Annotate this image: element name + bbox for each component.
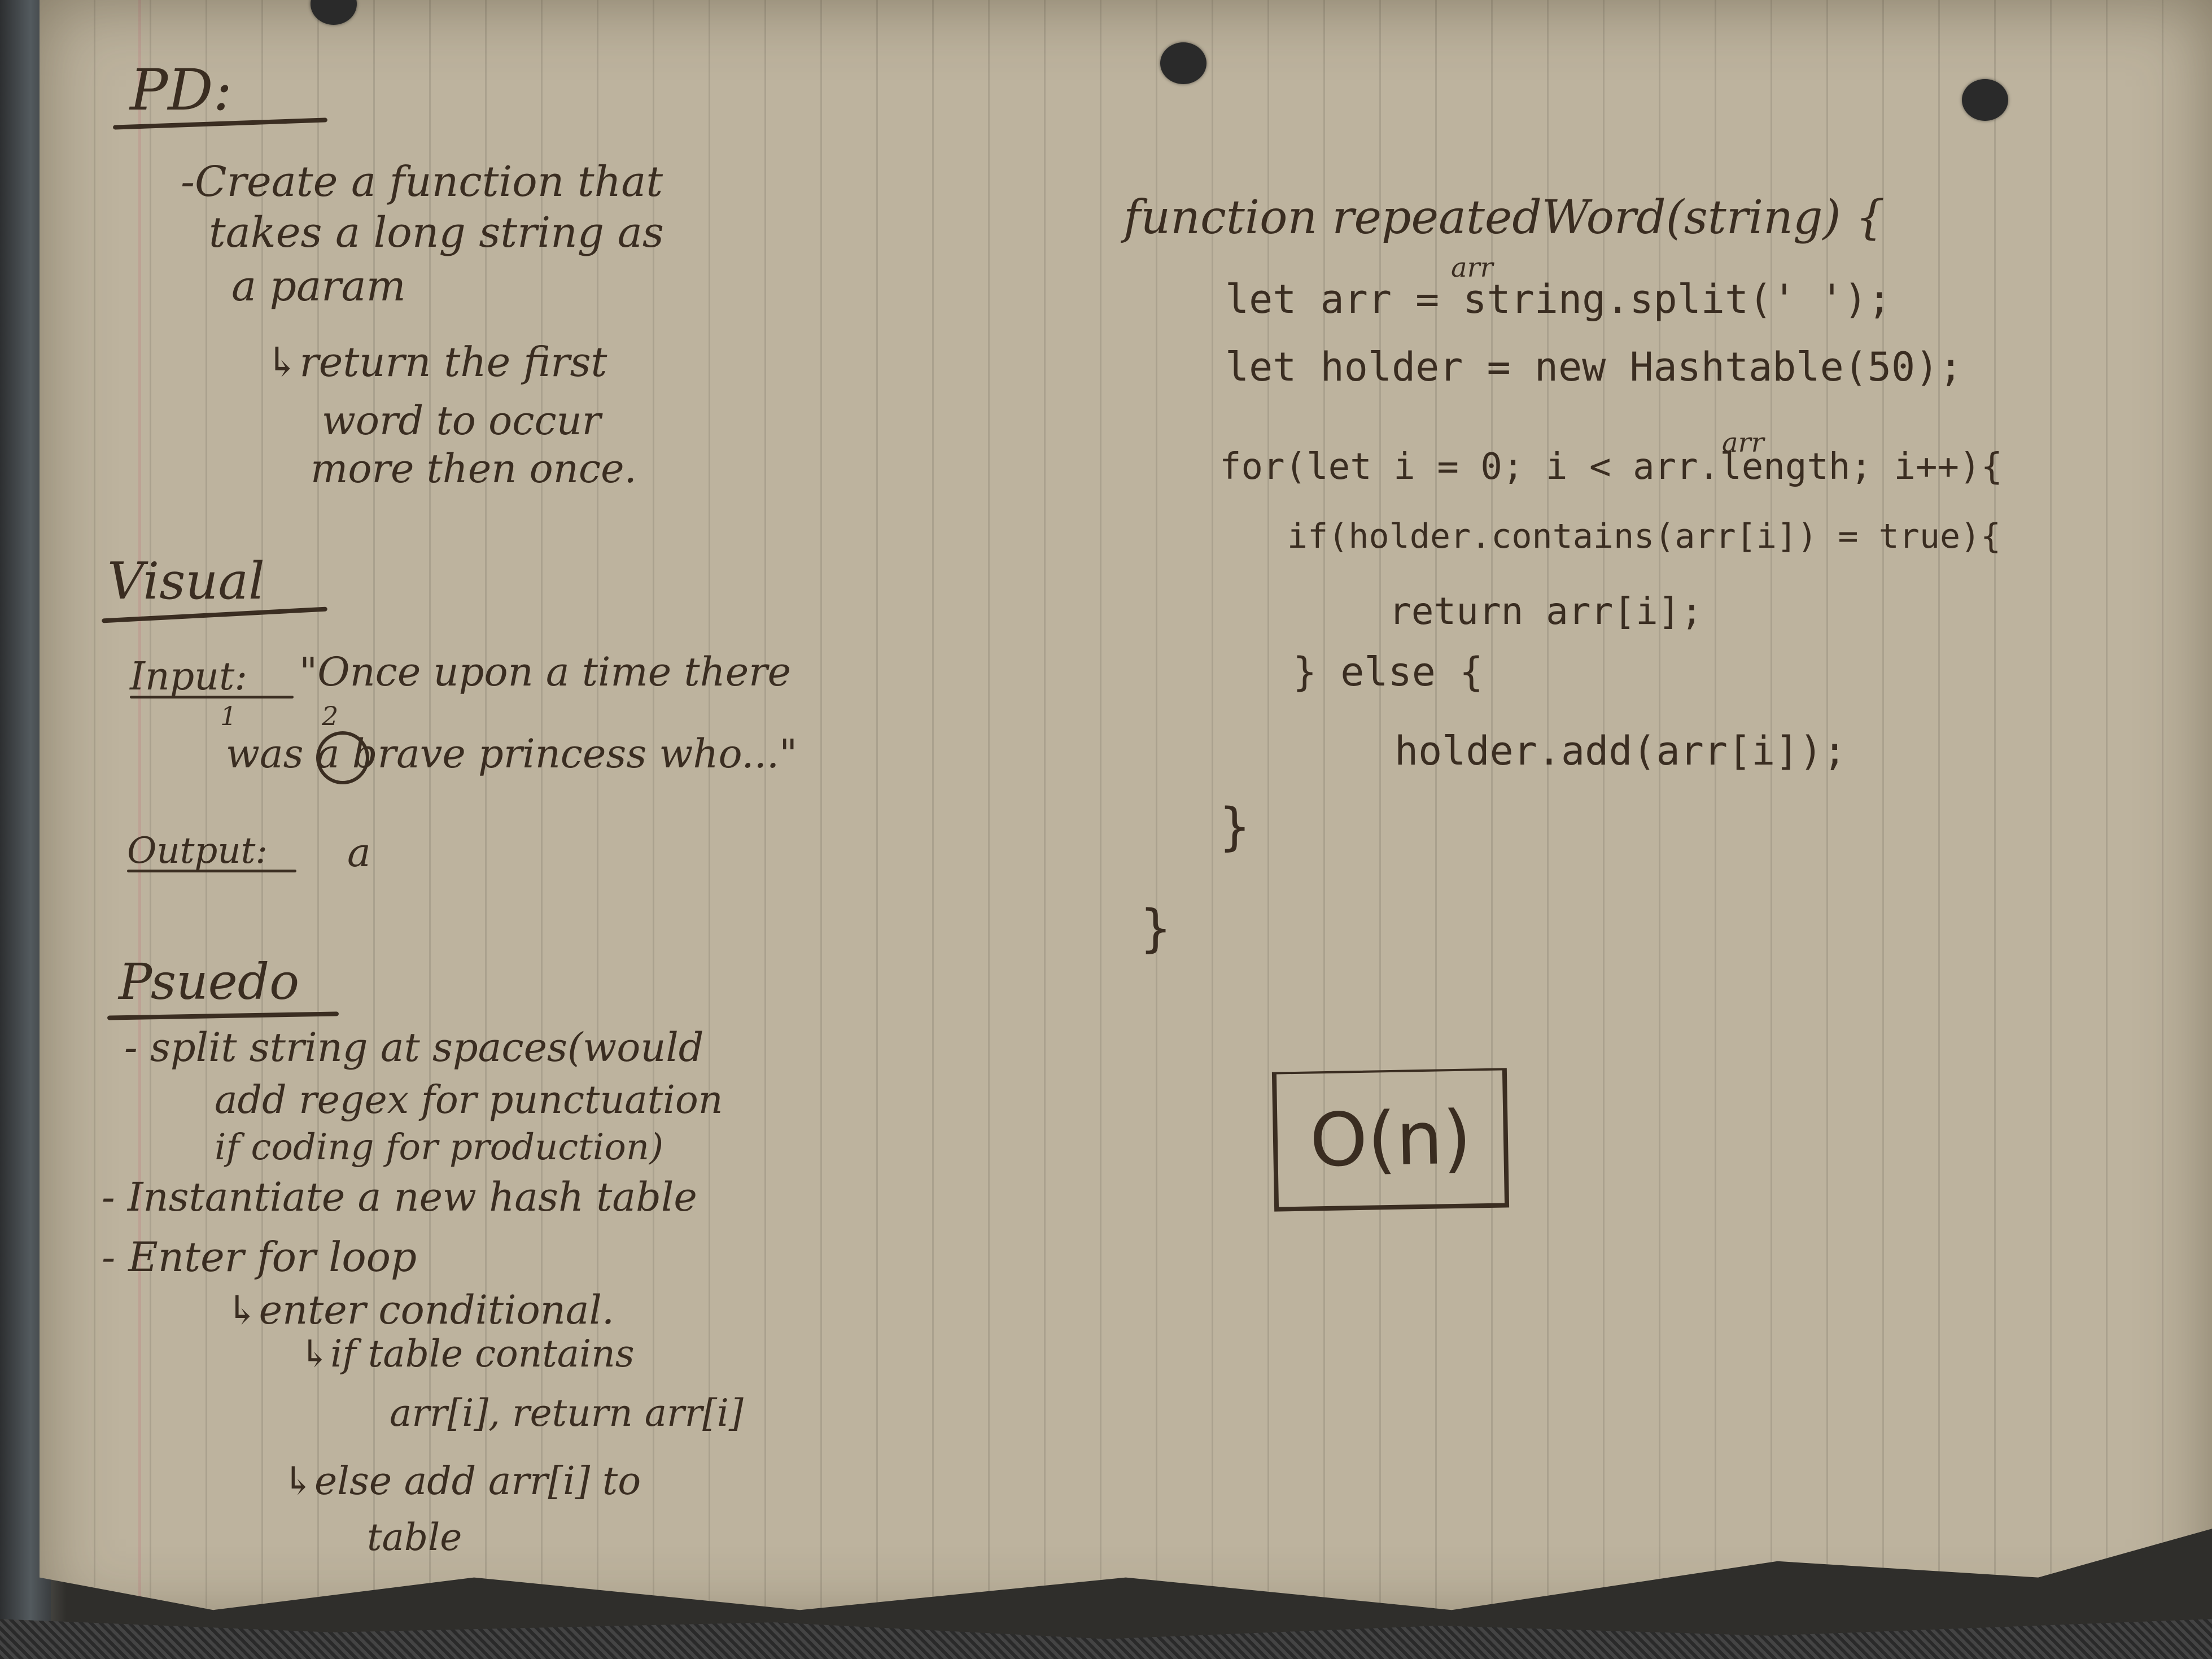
pseudo-step: if coding for production) xyxy=(215,1127,664,1168)
pd-sub-line: ↳return the first xyxy=(265,338,607,386)
pd-heading: PD: xyxy=(130,57,233,123)
pseudo-sub-step: ↳else add arr[i] to xyxy=(282,1459,641,1504)
pseudo-sub-step: arr[i], return arr[i] xyxy=(390,1391,744,1435)
input-underline xyxy=(130,696,294,698)
answer-circle xyxy=(316,731,369,784)
pseudo-sub-step: ↳if table contains xyxy=(299,1332,635,1376)
pd-sub-line: more then once. xyxy=(311,446,637,492)
output-underline xyxy=(127,870,296,872)
code-line: let arr = string.split(' '); xyxy=(1225,276,1892,322)
complexity-box: O(n) xyxy=(1271,1068,1510,1212)
big-o-notation: O(n) xyxy=(1309,1094,1472,1183)
notebook-page: PD: -Create a function that takes a long… xyxy=(40,0,2212,1610)
input-label: Input: xyxy=(130,654,248,699)
code-line: for(let i = 0; i < arr.length; i++){ xyxy=(1219,446,2003,488)
input-text: "Once upon a time there xyxy=(299,649,792,695)
input-text: was a brave princess who..." xyxy=(226,731,798,777)
code-line: function repeatedWord(string) { xyxy=(1124,191,1885,245)
pd-line: takes a long string as xyxy=(209,208,664,257)
visual-heading: Visual xyxy=(107,552,265,611)
pd-line: a param xyxy=(231,262,406,311)
pseudo-heading: Psuedo xyxy=(119,953,300,1011)
pseudo-step: - Enter for loop xyxy=(102,1233,417,1281)
punch-hole xyxy=(1160,42,1206,84)
code-line: return arr[i]; xyxy=(1389,590,1703,633)
pseudo-underline xyxy=(107,1011,339,1020)
word-count-mark: 2 xyxy=(322,701,339,731)
punch-hole xyxy=(311,0,357,25)
code-correction: arr xyxy=(1722,427,1764,459)
code-line: } xyxy=(1219,797,1251,857)
code-correction: arr xyxy=(1451,252,1493,283)
punch-hole xyxy=(1962,79,2008,121)
code-line: if(holder.contains(arr[i]) = true){ xyxy=(1287,517,2001,556)
pseudo-step: add regex for punctuation xyxy=(215,1078,723,1123)
word-count-mark: 1 xyxy=(220,701,237,731)
pseudo-step: - split string at spaces(would xyxy=(124,1024,704,1071)
code-line: } else { xyxy=(1293,649,1484,695)
code-line: holder.add(arr[i]); xyxy=(1394,728,1847,774)
pseudo-sub-step: ↳enter conditional. xyxy=(226,1287,615,1333)
output-label: Output: xyxy=(127,830,268,872)
output-value: a xyxy=(347,830,371,876)
fabric-background xyxy=(0,1619,2212,1659)
pseudo-step: - Instantiate a new hash table xyxy=(102,1174,697,1220)
pseudo-sub-step: table xyxy=(367,1516,462,1559)
code-line: let holder = new Hashtable(50); xyxy=(1225,344,1963,390)
code-line: } xyxy=(1140,899,1171,958)
pd-bullet: -Create a function that xyxy=(181,158,663,206)
pd-sub-line: word to occur xyxy=(322,398,601,444)
